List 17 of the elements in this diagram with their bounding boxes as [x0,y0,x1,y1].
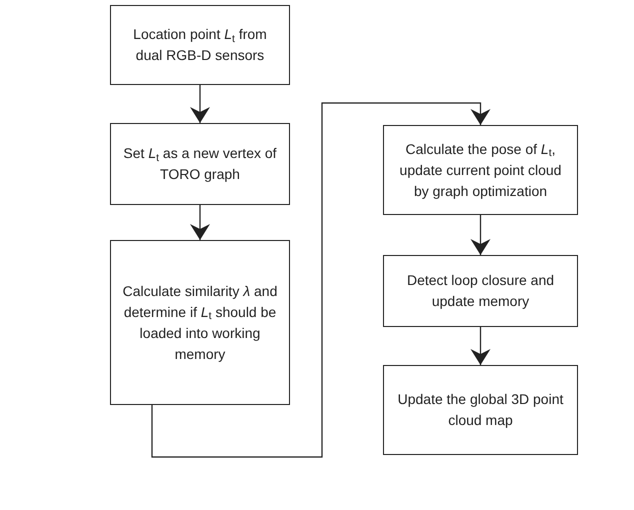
arrow [151,102,490,458]
arrow [190,85,210,123]
process-box [110,240,290,405]
step-text: Update the global 3D point cloud map [396,390,564,430]
process-box [110,5,290,85]
step-text: Set L$_{t}$ as a new vertex of TORO graph [122,144,278,184]
step-text: Detect loop closure and update memory [406,271,556,311]
arrow [190,205,210,240]
process-box [110,123,290,205]
step-text: Location point L$_{t}$ from dual RGB-D sensors [132,25,268,65]
arrow [470,215,490,255]
process-box [383,255,578,327]
arrow [470,327,490,365]
process-box [383,365,578,455]
step-text: Calculate the pose of L$_{t}$, update current point cloud by graph optimization [398,140,562,201]
step-text: Calculate similarity λ and determine if L$_{t}$ should be loaded into working memory [122,282,278,364]
process-box [383,125,578,215]
